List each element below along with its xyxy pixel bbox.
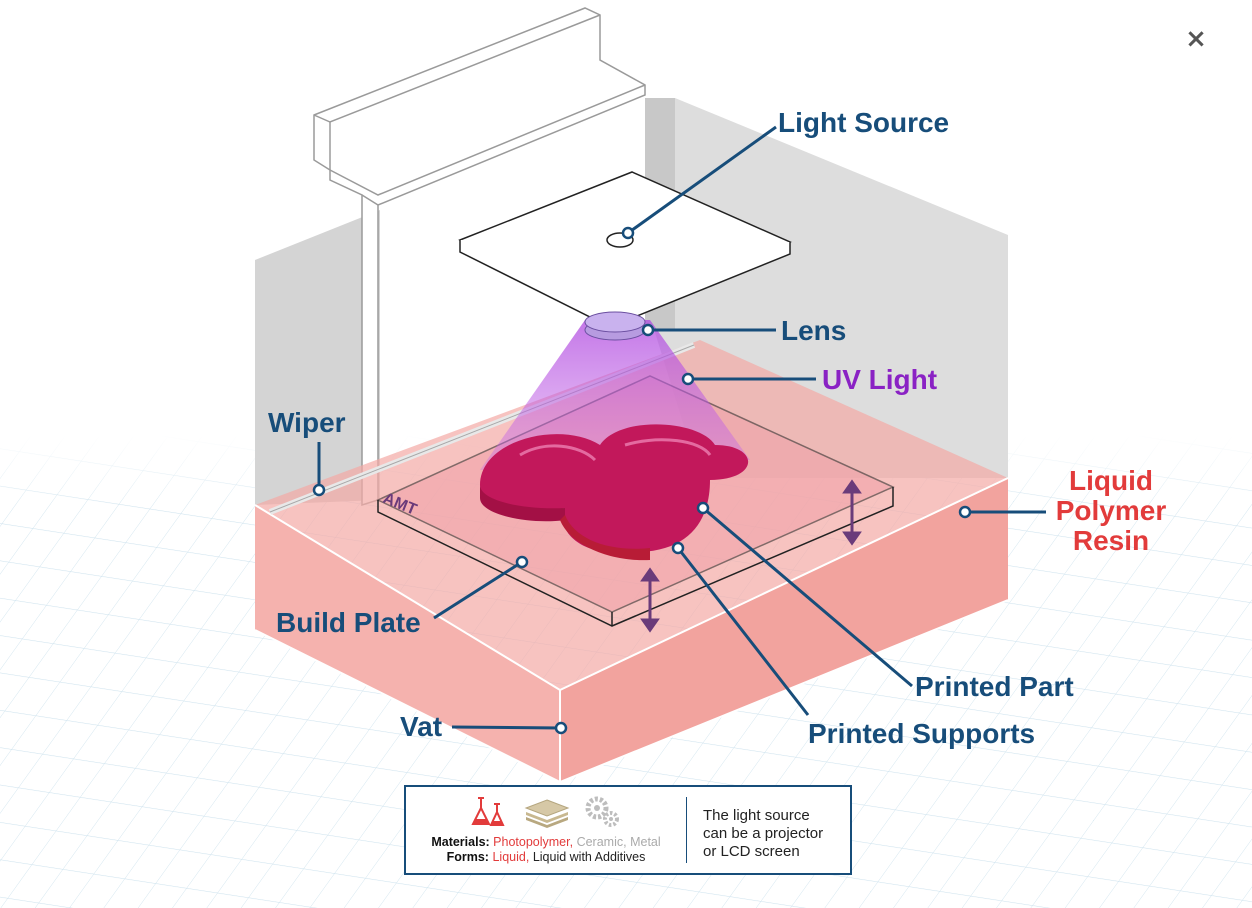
layers-icon [524, 799, 570, 828]
label-light-source: Light Source [778, 107, 949, 138]
material-metal: Metal [630, 835, 661, 849]
process-icons [470, 793, 622, 829]
info-divider [686, 797, 687, 863]
printer-tower [313, 7, 646, 507]
materials-forms-section: Materials: Photopolymer, Ceramic, Metal … [406, 787, 686, 873]
forms-row: Forms: Liquid, Liquid with Additives [446, 850, 646, 864]
materials-label: Materials: [431, 835, 490, 849]
leader-dots [312, 226, 972, 735]
label-printed-part: Printed Part [915, 671, 1074, 702]
forms-label: Forms: [446, 850, 489, 864]
form-liquid-additives: Liquid with Additives [532, 850, 646, 864]
label-build-plate: Build Plate [276, 607, 421, 638]
label-wiper: Wiper [268, 407, 346, 438]
plate-motion-arrows [640, 479, 862, 633]
light-source-plate [458, 171, 792, 328]
printed-part [480, 424, 749, 561]
flask-icon [471, 797, 505, 826]
light-source-note: The light source can be a projector or L… [703, 807, 824, 860]
label-liquid-resin-line-3: Resin [1073, 525, 1149, 556]
info-panel: Materials: Photopolymer, Ceramic, Metal … [404, 785, 852, 875]
label-liquid-resin-line-1: Liquid [1069, 465, 1153, 496]
label-liquid-resin-line-2: Polymer [1056, 495, 1167, 526]
leader-lines [317, 125, 1046, 730]
label-lens: Lens [781, 315, 846, 346]
lens [584, 311, 646, 341]
gears-icon [585, 796, 619, 827]
close-button[interactable]: × [1185, 24, 1207, 54]
material-photopolymer: Photopolymer [493, 835, 570, 849]
label-printed-supports: Printed Supports [808, 718, 1035, 749]
label-vat: Vat [400, 711, 442, 742]
materials-row: Materials: Photopolymer, Ceramic, Metal [431, 835, 661, 849]
material-ceramic: Ceramic [576, 835, 624, 849]
form-liquid: Liquid [492, 850, 526, 864]
label-uv-light: UV Light [822, 364, 937, 395]
